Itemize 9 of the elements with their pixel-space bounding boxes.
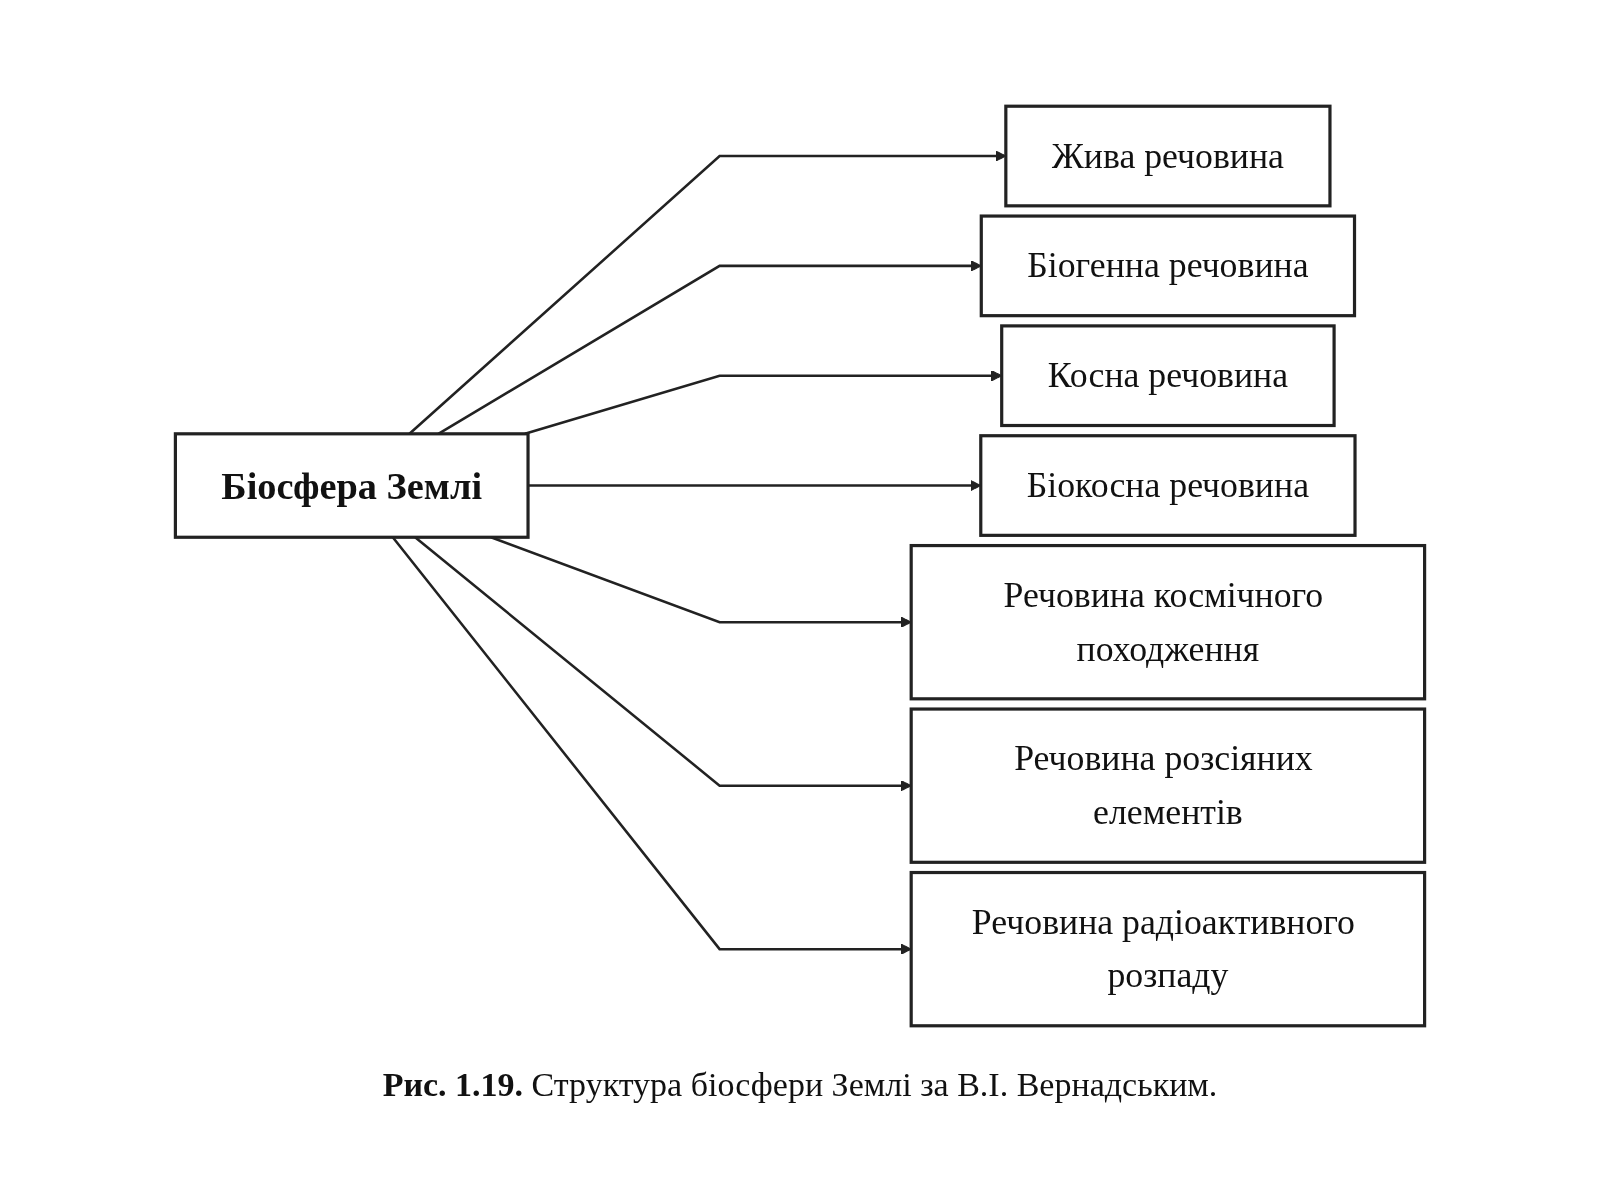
- figure-caption: Рис. 1.19. Структура біосфери Землі за В.І. Вернадським.: [382, 1066, 1218, 1104]
- node-box: Біокосна речовина: [979, 434, 1357, 537]
- node-box: Біосфера Землі: [173, 432, 530, 539]
- node-box: Речовина космічного походження: [909, 543, 1427, 701]
- node-box: Речовина радіоактивного розпаду: [909, 870, 1427, 1028]
- node-box: Жива речовина: [1004, 104, 1332, 208]
- node-box: Біогенна речовина: [979, 214, 1357, 318]
- node-box: Речовина розсіяних елементів: [909, 707, 1427, 864]
- node-box: Косна речовина: [1000, 324, 1336, 428]
